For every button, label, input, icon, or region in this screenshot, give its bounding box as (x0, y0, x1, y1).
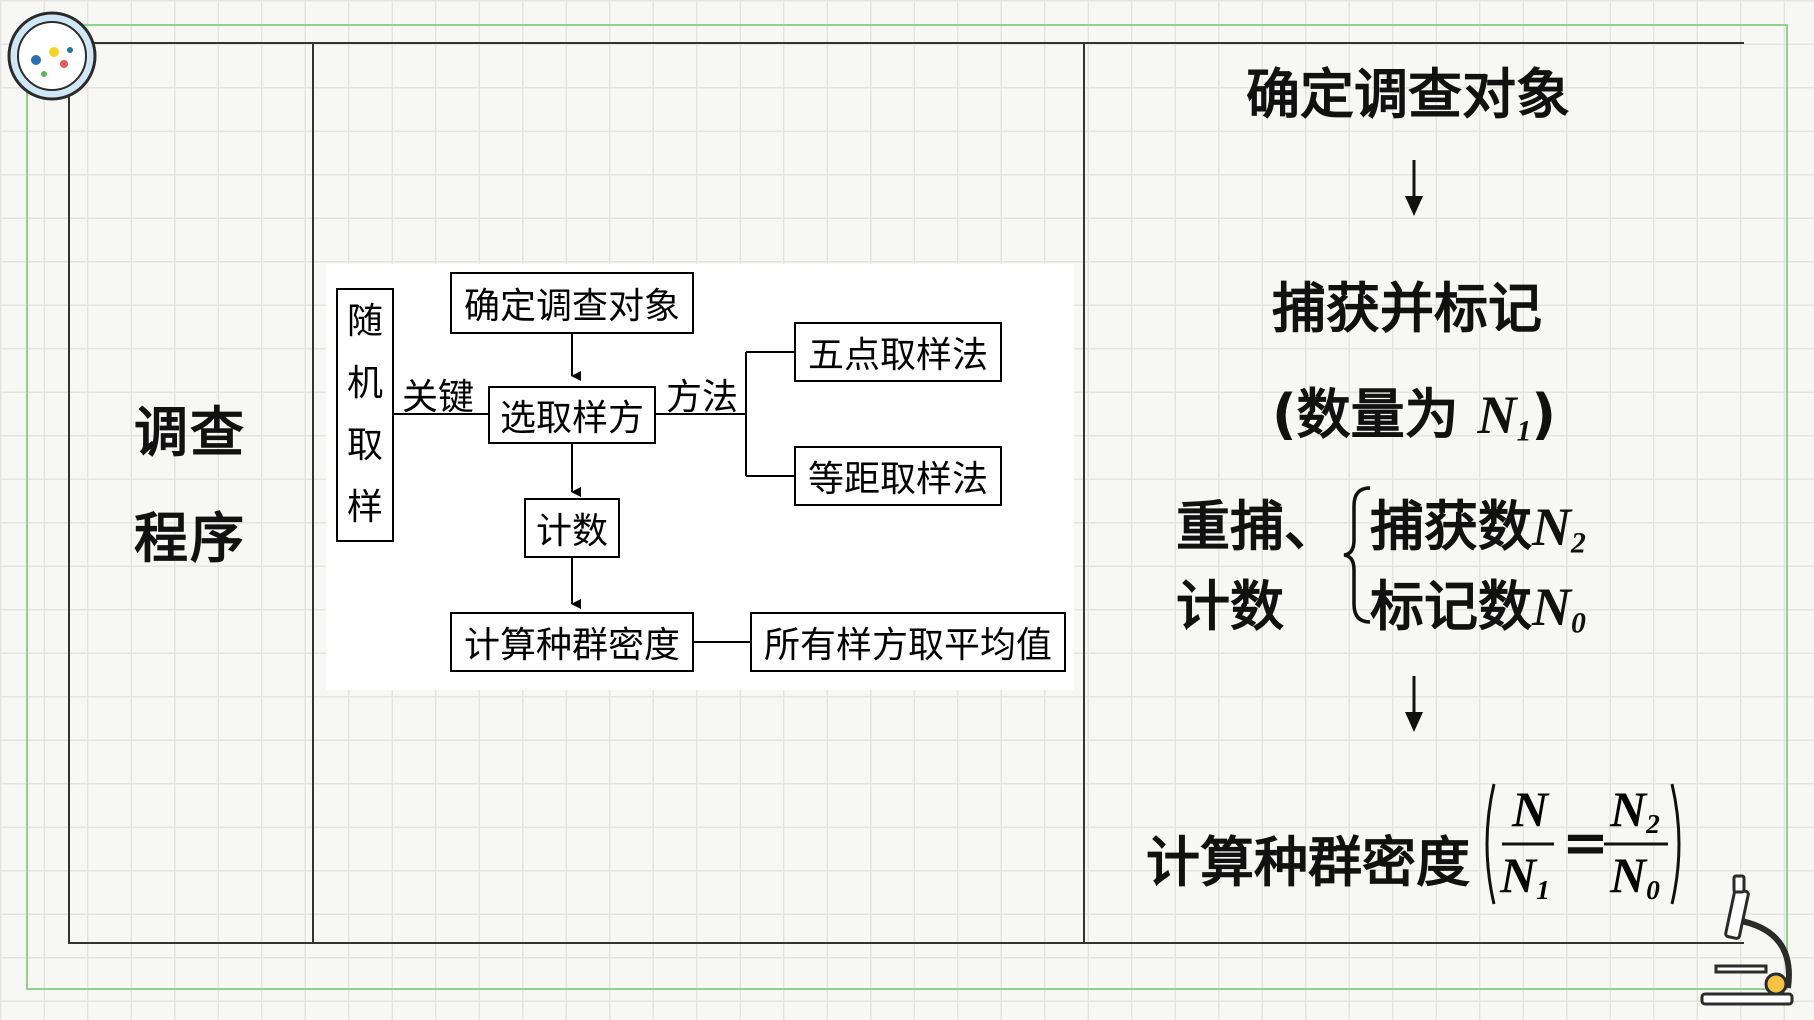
down-arrow-icon (1405, 160, 1423, 216)
n0-subscript: 0 (1571, 607, 1586, 640)
n1-subscript: 1 (1516, 415, 1532, 448)
recapture-label-line1: 重捕、 (1176, 495, 1338, 558)
formula-den-right-var: N (1610, 847, 1647, 903)
calc-density-label: 计算种群密度 (1146, 831, 1470, 894)
quadrat-method-flowchart: 随 机 取 样 关键 方法 确定调查对象 选取样方 五点取样法 等距取样法 计数… (326, 264, 1074, 690)
random-sampling-box: 随 机 取 样 (336, 288, 394, 542)
table-divider-1 (312, 42, 314, 943)
microscope-icon (1700, 874, 1794, 1006)
table-divider-2 (1083, 42, 1085, 943)
n1-variable: N (1477, 385, 1517, 445)
formula-den-right-sub: 0 (1646, 873, 1660, 905)
down-arrow-icon (1405, 676, 1423, 732)
step-capture-mark: 捕获并标记 (1272, 277, 1542, 340)
capture-count-prefix: (数量为 (1272, 383, 1478, 446)
formula-equals: = (1562, 810, 1609, 876)
formula-den-right: N0 (1610, 846, 1660, 906)
step-capture-count: (数量为 N1) (1272, 370, 1556, 449)
marked-label: 标记数 (1370, 575, 1532, 638)
equidistant-method-box: 等距取样法 (794, 446, 1002, 506)
random-sampling-char-4: 样 (346, 487, 383, 528)
captured-label: 捕获数 (1370, 495, 1532, 558)
n0-variable: N (1532, 577, 1571, 637)
formula-den-left-sub: 1 (1536, 873, 1550, 905)
table-top-border (68, 42, 1744, 44)
section-label-line1: 调查 (134, 400, 246, 464)
count-box: 计数 (524, 498, 620, 558)
table-bottom-border (68, 942, 1744, 944)
formula-parentheses (1485, 783, 1681, 905)
select-quadrat-box: 选取样方 (488, 386, 656, 444)
key-label: 关键 (402, 377, 475, 418)
marked-count: 标记数N0 (1370, 562, 1586, 641)
formula-den-left-var: N (1500, 847, 1537, 903)
random-sampling-char-1: 随 (346, 301, 383, 342)
recapture-label-line2: 计数 (1176, 575, 1284, 638)
step-determine-object: 确定调查对象 (1246, 63, 1570, 126)
section-label-line2: 程序 (134, 506, 246, 570)
determine-object-box: 确定调查对象 (450, 272, 694, 334)
average-box: 所有样方取平均值 (750, 612, 1066, 672)
calc-density-box: 计算种群密度 (450, 612, 694, 672)
n2-variable: N (1532, 497, 1571, 557)
method-label: 方法 (666, 377, 739, 418)
captured-count: 捕获数N2 (1370, 482, 1586, 561)
formula-num-right-sub: 2 (1646, 807, 1660, 839)
random-sampling-char-2: 机 (346, 363, 383, 404)
density-formula: N N1 = N2 N0 (1480, 780, 1686, 908)
petri-dish-icon (7, 11, 97, 101)
outer-green-frame (26, 24, 1788, 990)
flowchart-connectors (394, 334, 794, 643)
n2-subscript: 2 (1571, 527, 1586, 560)
formula-num-right-var: N (1610, 781, 1647, 837)
five-point-method-box: 五点取样法 (794, 322, 1002, 382)
random-sampling-char-3: 取 (346, 425, 383, 466)
table-left-border (68, 42, 70, 943)
capture-count-suffix: ) (1531, 383, 1557, 446)
formula-den-left: N1 (1500, 846, 1550, 906)
left-brace-icon (1343, 486, 1371, 624)
formula-num-right: N2 (1610, 780, 1660, 840)
formula-num-left: N (1512, 781, 1549, 837)
